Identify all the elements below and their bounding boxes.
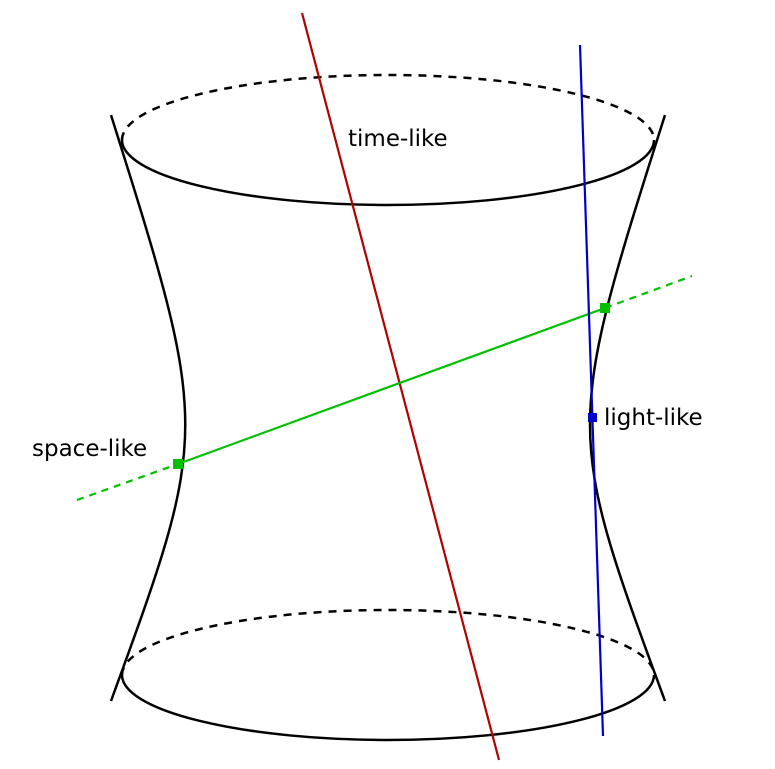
space-like-intersection-left [173,459,183,469]
space-like-line-dashed-left [76,462,179,502]
time-like-line [300,12,501,761]
space-like-line [177,306,606,466]
time-like-label: time-like [348,126,448,152]
top-ellipse-back [120,73,656,141]
space-like-label: space-like [32,436,147,462]
bottom-ellipse-front [120,674,656,742]
light-like-label: light-like [604,405,703,431]
top-ellipse-front [120,139,656,207]
light-like-line [578,44,605,737]
light-like-tangent-point [588,413,597,422]
right-hyperbola-edge [588,114,667,702]
space-like-intersection-right [600,303,610,313]
left-hyperbola-edge [109,114,187,702]
space-like-line-dashed-right [604,274,693,310]
bottom-ellipse-back [120,608,656,676]
